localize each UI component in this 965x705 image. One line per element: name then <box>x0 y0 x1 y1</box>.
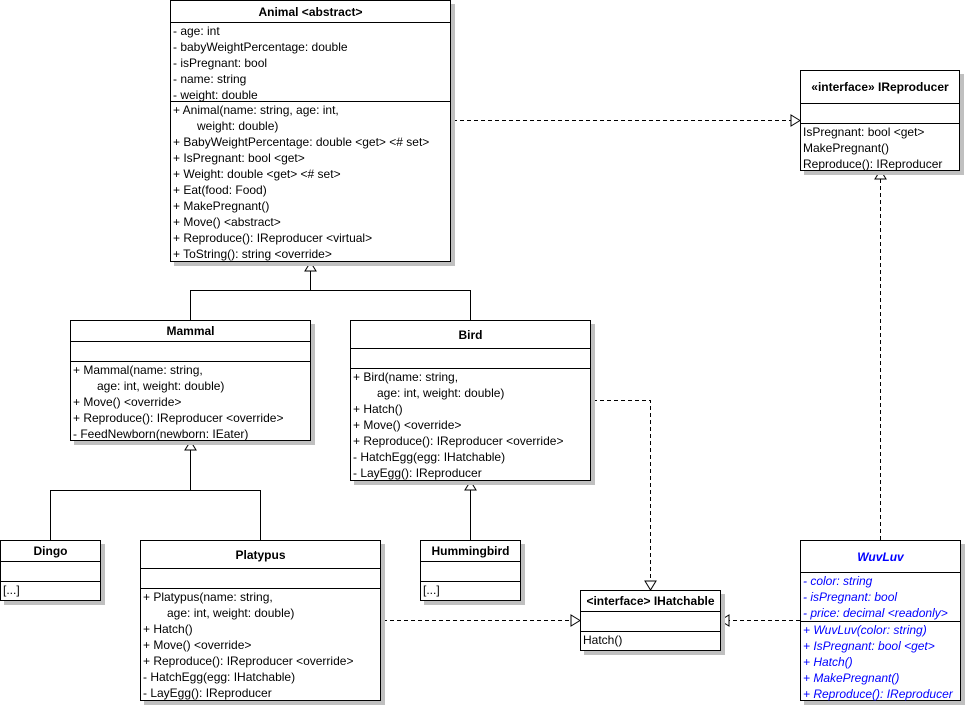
method-placeholder: [...] <box>423 583 440 597</box>
field: - price: decimal <readonly> <box>803 606 948 620</box>
methods-section: [...] <box>1 582 100 598</box>
method: + Reproduce(): IReproducer <override> <box>73 411 284 425</box>
method: + Reproduce(): IReproducer <override> <box>353 434 564 448</box>
inheritance-animal-children <box>190 270 471 320</box>
method: MakePregnant() <box>803 141 890 155</box>
realization-arrow-ireproducer-bottom <box>874 169 887 180</box>
method-continuation: age: int, weight: double) <box>377 386 505 400</box>
class-title: Animal <abstract> <box>171 1 450 23</box>
method: + BabyWeightPercentage: double <get> <# … <box>173 135 430 149</box>
inheritance-mammal-children <box>50 449 261 540</box>
method: - HatchEgg(egg: IHatchable) <box>353 450 506 464</box>
class-title: Bird <box>351 321 590 349</box>
field: - weight: double <box>173 88 258 102</box>
method-continuation: age: int, weight: double) <box>97 379 225 393</box>
realization-arrow-ihatchable-right <box>719 614 730 627</box>
fields-section <box>581 612 720 632</box>
method: + Platypus(name: string, <box>143 590 273 604</box>
method: Reproduce(): IReproducer <box>803 157 943 171</box>
method: - LayEgg(): IReproducer <box>143 686 272 700</box>
class-title: Dingo <box>1 541 100 562</box>
realization-arrow-ireproducer-left <box>790 114 801 127</box>
interface-ihatchable[interactable]: <interface> IHatchable Hatch() <box>580 590 721 651</box>
method: + Reproduce(): IReproducer <box>803 687 953 701</box>
class-title: Hummingbird <box>421 541 520 562</box>
class-title: WuvLuv <box>801 541 960 573</box>
field: - isPregnant: bool <box>173 56 268 70</box>
realization-arrow-ihatchable-left <box>570 614 581 627</box>
class-platypus[interactable]: Platypus + Platypus(name: string, age: i… <box>140 540 381 701</box>
fields-section <box>801 104 959 124</box>
method: + Move() <override> <box>143 638 252 652</box>
methods-section: + WuvLuv(color: string) + IsPregnant: bo… <box>801 622 960 702</box>
method: Hatch() <box>583 633 623 647</box>
method: + Reproduce(): IReproducer <override> <box>143 654 354 668</box>
fields-section: - age: int - babyWeightPercentage: doubl… <box>171 23 450 102</box>
method: + Bird(name: string, <box>353 370 459 384</box>
method: + WuvLuv(color: string) <box>803 623 927 637</box>
fields-section <box>421 562 520 582</box>
class-mammal[interactable]: Mammal + Mammal(name: string, age: int, … <box>70 320 311 441</box>
class-bird[interactable]: Bird + Bird(name: string, age: int, weig… <box>350 320 591 481</box>
inheritance-arrow-animal <box>304 261 317 272</box>
class-title: «interface» IReproducer <box>801 71 959 104</box>
method: + Eat(food: Food) <box>173 183 267 197</box>
field: - isPregnant: bool <box>803 590 898 604</box>
class-dingo[interactable]: Dingo [...] <box>0 540 101 601</box>
method: + MakePregnant() <box>803 671 900 685</box>
methods-section: + Animal(name: string, age: int, weight:… <box>171 102 450 262</box>
method: + Hatch() <box>353 402 403 416</box>
method: + Hatch() <box>143 622 193 636</box>
method-continuation: age: int, weight: double) <box>167 606 295 620</box>
method-placeholder: [...] <box>3 583 20 597</box>
methods-section: + Mammal(name: string, age: int, weight:… <box>71 362 310 442</box>
method: + Mammal(name: string, <box>73 363 203 377</box>
method: - FeedNewborn(newborn: IEater) <box>73 427 249 441</box>
class-title: <interface> IHatchable <box>581 591 720 612</box>
inheritance-arrow-mammal <box>184 440 197 451</box>
field: - babyWeightPercentage: double <box>173 40 348 54</box>
method: + Reproduce(): IReproducer <virtual> <box>173 231 373 245</box>
method: IsPregnant: bool <get> <box>803 125 925 139</box>
fields-section <box>1 562 100 582</box>
method: + Animal(name: string, age: int, <box>173 103 339 117</box>
methods-section: [...] <box>421 582 520 598</box>
realization-arrow-ihatchable-top <box>644 580 657 591</box>
method: + IsPregnant: bool <get> <box>173 151 305 165</box>
method: + Move() <override> <box>73 395 182 409</box>
class-hummingbird[interactable]: Hummingbird [...] <box>420 540 521 601</box>
method-continuation: weight: double) <box>197 119 279 133</box>
method: - LayEgg(): IReproducer <box>353 466 482 480</box>
class-title: Mammal <box>71 321 310 342</box>
method: + Move() <abstract> <box>173 215 281 229</box>
method: + Move() <override> <box>353 418 462 432</box>
methods-section: IsPregnant: bool <get> MakePregnant() Re… <box>801 124 959 172</box>
class-animal[interactable]: Animal <abstract> - age: int - babyWeigh… <box>170 0 451 262</box>
method: + IsPregnant: bool <get> <box>803 639 935 653</box>
method: + Weight: double <get> <# set> <box>173 167 341 181</box>
methods-section: Hatch() <box>581 632 720 648</box>
fields-section <box>141 569 380 589</box>
fields-section <box>71 342 310 362</box>
method: + Hatch() <box>803 655 853 669</box>
field: - age: int <box>173 24 220 38</box>
method: + ToString(): string <override> <box>173 247 332 261</box>
realization-bird-ihatchable <box>593 400 651 581</box>
class-wuvluv[interactable]: WuvLuv - color: string - isPregnant: boo… <box>800 540 961 701</box>
class-title: Platypus <box>141 541 380 569</box>
methods-section: + Platypus(name: string, age: int, weigh… <box>141 589 380 701</box>
method: + MakePregnant() <box>173 199 270 213</box>
fields-section <box>351 349 590 369</box>
field: - color: string <box>803 574 873 588</box>
inheritance-arrow-bird <box>464 480 477 491</box>
fields-section: - color: string - isPregnant: bool - pri… <box>801 573 960 622</box>
methods-section: + Bird(name: string, age: int, weight: d… <box>351 369 590 481</box>
field: - name: string <box>173 72 247 86</box>
interface-ireproducer[interactable]: «interface» IReproducer IsPregnant: bool… <box>800 70 960 171</box>
method: - HatchEgg(egg: IHatchable) <box>143 670 296 684</box>
